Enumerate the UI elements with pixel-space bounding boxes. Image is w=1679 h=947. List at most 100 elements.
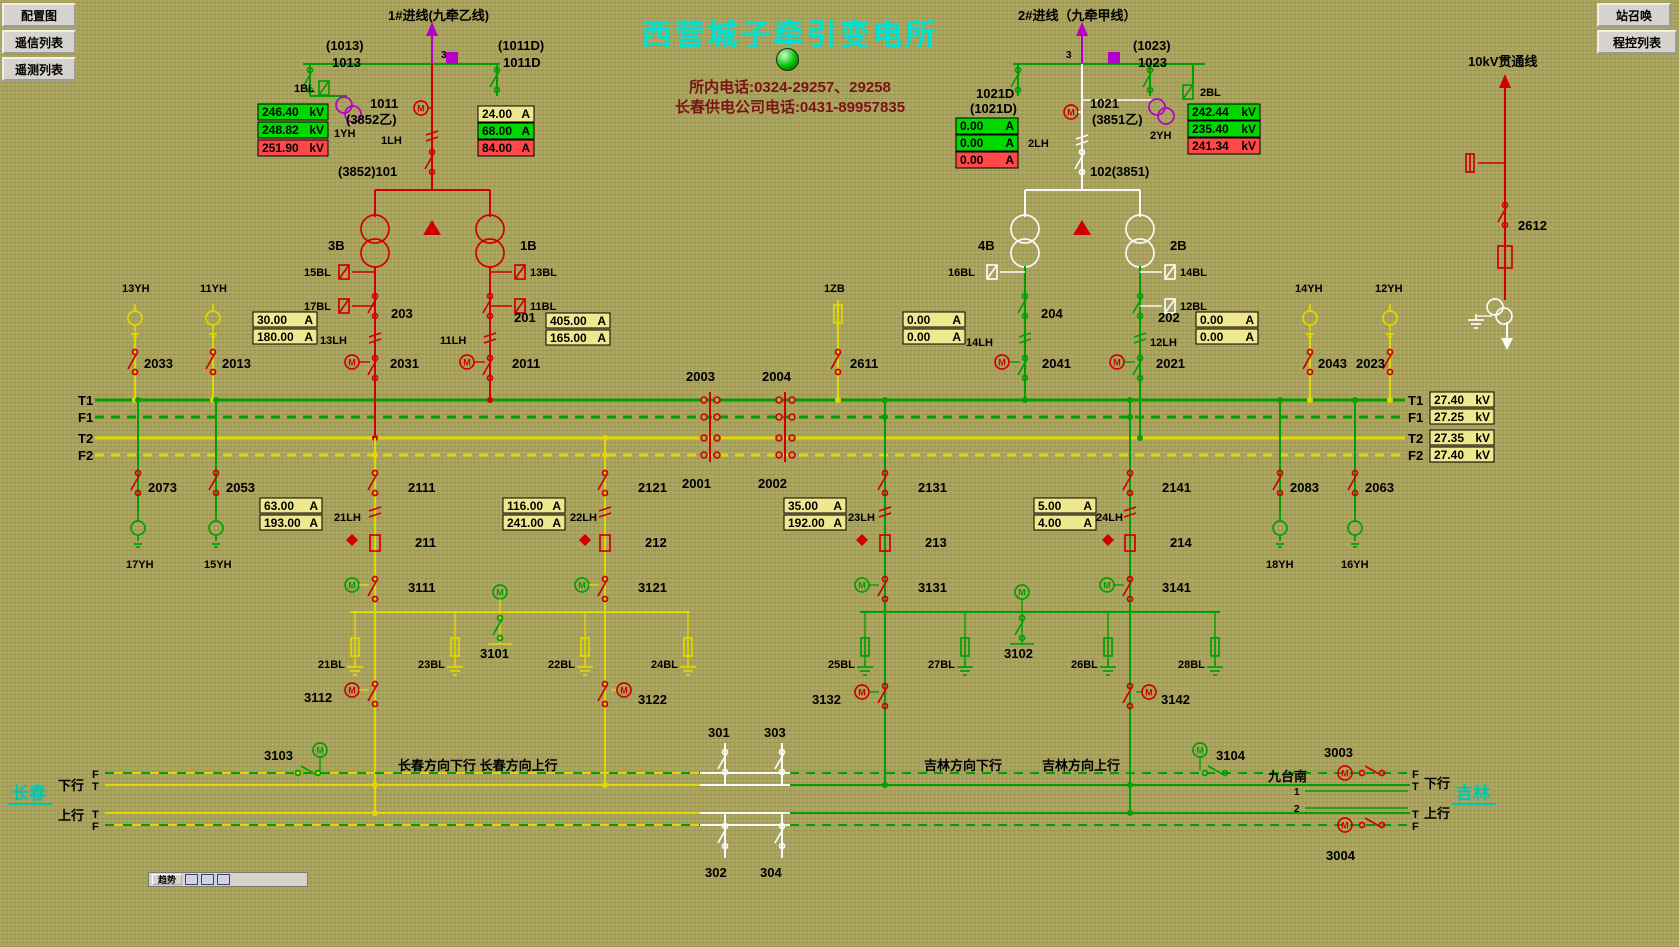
disconnector-3141[interactable]: [1122, 575, 1134, 603]
disconnector-3132[interactable]: [877, 682, 889, 710]
pt-16yh: [1347, 513, 1363, 548]
disconnector-3122[interactable]: [597, 680, 609, 708]
motor-2011-icon: [459, 354, 475, 370]
in1-a2: 68.00: [482, 124, 512, 138]
label-204: 204: [1041, 306, 1063, 321]
bus-label-t1-left: T1: [78, 393, 93, 408]
motor-3103-icon: [312, 742, 328, 758]
disconnector-2043[interactable]: [1302, 348, 1314, 376]
window-icon-1[interactable]: [185, 874, 199, 885]
disconnector-3142[interactable]: [1122, 682, 1134, 710]
unit: A: [521, 141, 530, 155]
switch-3104[interactable]: [1201, 765, 1229, 777]
disconnector-2141[interactable]: [1122, 469, 1134, 497]
label-15bl: 15BL: [304, 267, 331, 279]
tie-switch-3101[interactable]: [492, 614, 504, 642]
disconnector-2611[interactable]: [830, 348, 842, 376]
label-22lh: 22LH: [570, 512, 597, 524]
disconnector-2011[interactable]: [482, 354, 494, 382]
label-213: 213: [925, 535, 947, 550]
program-control-list-button[interactable]: 程控列表: [1597, 30, 1677, 54]
fuse-15bl: [338, 264, 350, 280]
unit: kV: [1241, 122, 1256, 136]
config-diagram-button[interactable]: 配置图: [2, 3, 76, 27]
disconnector-2063[interactable]: [1347, 469, 1359, 497]
label-22bl: 22BL: [548, 659, 575, 671]
window-icon-2[interactable]: [201, 874, 215, 885]
tracks-right: F T 下行 T F 上行 吉林: [790, 769, 1496, 833]
incoming-2: 2#进线（九牵甲线） 3 1021D (1021D) (1023) 1023 2…: [970, 8, 1221, 235]
disconnector-2121[interactable]: [597, 469, 609, 497]
label-3101: 3101: [480, 646, 509, 661]
a-203-1: 30.00: [257, 313, 287, 327]
incoming1-title: 1#进线(九牵乙线): [388, 8, 489, 23]
disconnector-3121[interactable]: [597, 575, 609, 603]
unit: A: [597, 314, 606, 328]
switch-302[interactable]: [717, 822, 729, 850]
in2-kv1: 242.44: [1192, 105, 1229, 119]
pt-feeders-bottom: 2073 17YH 2053 15YH 2083 18YH 2063 16YH: [126, 397, 1394, 571]
disconnector-2031[interactable]: [367, 354, 379, 382]
disconnector-3112[interactable]: [367, 680, 379, 708]
disconnector-2131[interactable]: [877, 469, 889, 497]
breaker-204[interactable]: [1017, 292, 1029, 320]
label-14lh: 14LH: [966, 337, 993, 349]
label-3112: 3112: [304, 690, 332, 705]
disconnector-1011d[interactable]: [489, 66, 501, 94]
tie-switch-3102[interactable]: [1014, 614, 1026, 642]
label-1021: 1021: [1090, 96, 1119, 111]
telesignal-list-button[interactable]: 遥信列表: [2, 30, 76, 54]
switch-303[interactable]: [774, 748, 786, 776]
trend-button[interactable]: 趋势: [152, 874, 183, 885]
disconnector-2041[interactable]: [1017, 354, 1029, 382]
breaker-101[interactable]: [424, 148, 436, 176]
disconnector-2073[interactable]: [130, 469, 142, 497]
label-2111: 2111: [408, 480, 436, 495]
diamond-indicator-icon: [579, 534, 591, 546]
diamond-indicator-icon: [346, 534, 358, 546]
in2-a2: 0.00: [960, 136, 984, 150]
label-302: 302: [705, 865, 727, 880]
label-f: F: [1412, 821, 1419, 833]
disconnector-2013[interactable]: [205, 348, 217, 376]
station-call-button[interactable]: 站召唤: [1597, 3, 1671, 27]
disconnector-3111[interactable]: [367, 575, 379, 603]
phone-internal: 所内电话:0324-29257、29258: [689, 79, 891, 96]
label-down-left: 下行: [58, 778, 84, 793]
right-button-panel: 站召唤 程控列表: [1597, 3, 1677, 57]
label-26bl: 26BL: [1071, 659, 1098, 671]
disconnector-2612[interactable]: [1497, 201, 1509, 229]
disconnector-2033[interactable]: [127, 348, 139, 376]
pt-10kv: [1465, 153, 1475, 173]
motor-3101-icon: [492, 584, 508, 600]
disconnector-2053[interactable]: [208, 469, 220, 497]
label-2003: 2003: [686, 369, 715, 384]
label-1bl: 1BL: [294, 83, 315, 95]
label-2004: 2004: [762, 369, 792, 384]
switch-304[interactable]: [774, 822, 786, 850]
transformer-group-right: 4B 2B 16BL 14BL 12BL 204 14LH 2041 202 1…: [948, 214, 1207, 441]
disconnector-2083[interactable]: [1272, 469, 1284, 497]
telemetry-list-button[interactable]: 遥测列表: [2, 57, 76, 81]
incoming2-title: 2#进线（九牵甲线）: [1018, 8, 1136, 23]
disconnector-3131[interactable]: [877, 575, 889, 603]
disconnector-1023[interactable]: [1142, 66, 1154, 94]
unit: A: [1005, 153, 1014, 167]
switch-3003[interactable]: [1358, 765, 1386, 777]
switch-3103[interactable]: [294, 765, 322, 777]
label-2063: 2063: [1365, 480, 1394, 495]
disconnector-2111[interactable]: [367, 469, 379, 497]
label-23bl: 23BL: [418, 659, 445, 671]
city-jilin: 吉林: [1456, 783, 1490, 803]
unit: A: [1005, 119, 1014, 133]
transformer-3b: [360, 214, 390, 268]
switch-301[interactable]: [717, 748, 729, 776]
window-icon-3[interactable]: [217, 874, 231, 885]
motor-2041-icon: [994, 354, 1010, 370]
breaker-102[interactable]: [1074, 148, 1086, 176]
switch-3004[interactable]: [1358, 817, 1386, 829]
motor-3141-icon: [1099, 577, 1115, 593]
label-13yh: 13YH: [122, 283, 150, 295]
disconnector-2021[interactable]: [1132, 354, 1144, 382]
